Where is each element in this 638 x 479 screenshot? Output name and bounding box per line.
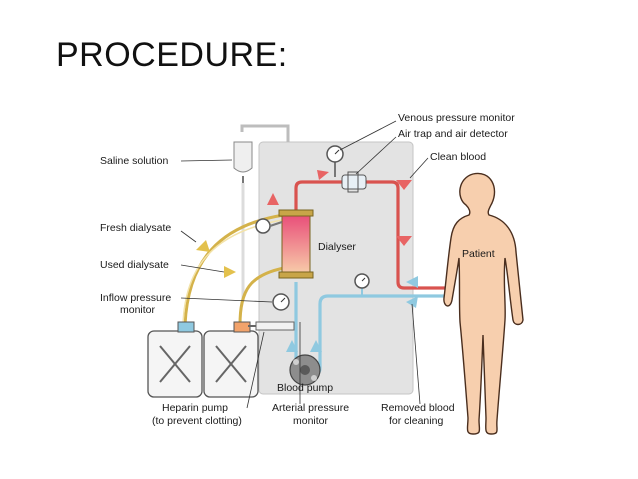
flow-arrows [196, 170, 418, 352]
label-for-cleaning: for cleaning [389, 415, 443, 427]
label-patient: Patient [462, 248, 495, 260]
label-leader-lines [180, 120, 429, 409]
patient-figure [443, 172, 524, 435]
label-air-trap: Air trap and air detector [398, 128, 508, 140]
label-inflow-pressure-monitor: monitor [120, 304, 156, 316]
venous-pressure-gauge [326, 145, 344, 177]
label-heparin-pump: Heparin pump [162, 402, 228, 414]
label-arterial-pressure-monitor: monitor [293, 415, 329, 427]
label-used-dialysate: Used dialysate [100, 259, 169, 271]
air-trap [341, 171, 367, 193]
label-arterial-pressure: Arterial pressure [272, 402, 349, 414]
heparin-syringe [248, 321, 295, 331]
used-dialysate-canister [203, 321, 259, 398]
saline-bag [233, 124, 290, 300]
clean-blood-line [294, 180, 450, 290]
blood-pump [289, 354, 321, 386]
arterial-pressure-gauge [354, 273, 370, 289]
label-fresh-dialysate: Fresh dialysate [100, 222, 171, 234]
label-removed-blood: Removed blood [381, 402, 455, 414]
label-blood-pump: Blood pump [277, 382, 333, 394]
label-saline-solution: Saline solution [100, 155, 168, 167]
label-dialyser: Dialyser [318, 241, 356, 253]
inflow-pressure-gauge [272, 293, 290, 311]
label-heparin-note: (to prevent clotting) [152, 415, 242, 427]
slide-title: PROCEDURE: [56, 36, 288, 74]
label-venous-pressure-monitor: Venous pressure monitor [398, 112, 515, 124]
fresh-dialysate-gauge [255, 218, 283, 234]
fresh-dialysate-canister [147, 321, 203, 398]
dialyser [278, 209, 314, 279]
label-clean-blood: Clean blood [430, 151, 486, 163]
label-inflow-pressure: Inflow pressure [100, 292, 171, 304]
